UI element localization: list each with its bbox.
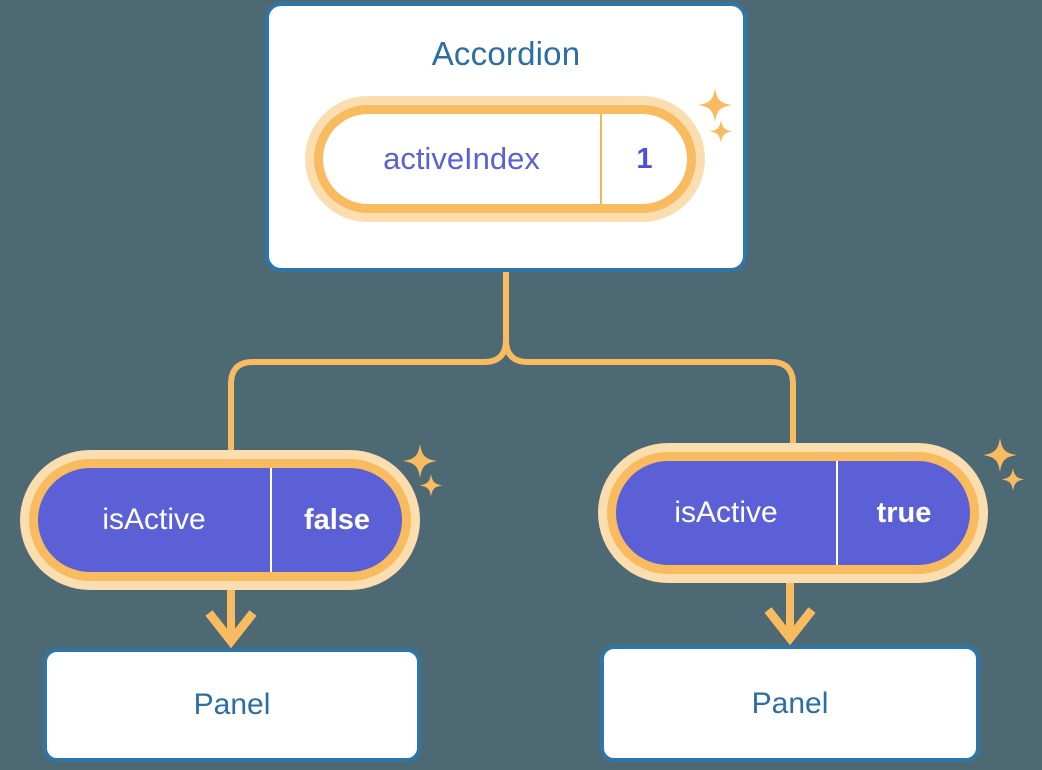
arrowhead-right-icon: [764, 607, 816, 646]
pill-body: activeIndex 1: [323, 114, 687, 204]
state-pill-active-index[interactable]: activeIndex 1: [305, 96, 705, 222]
state-key-label: isActive: [674, 496, 778, 529]
connector-trunk: [228, 269, 509, 455]
state-value-label: true: [836, 461, 970, 565]
state-key-label: isActive: [102, 503, 206, 536]
panel-card-right[interactable]: Panel: [600, 645, 980, 762]
sparkle-small-icon: [1001, 468, 1025, 491]
state-key-label: activeIndex: [383, 141, 540, 176]
panel-card-left[interactable]: Panel: [43, 648, 421, 762]
state-pill-left-is-active[interactable]: isActive false: [20, 450, 420, 590]
connector-branch-right: [503, 337, 796, 451]
arrowhead-left-icon: [205, 610, 257, 649]
pill-body: isActive false: [38, 468, 402, 572]
state-value-label: 1: [600, 114, 687, 204]
accordion-title: Accordion: [431, 35, 581, 72]
sparkle-large-icon: [983, 438, 1017, 472]
pill-body: isActive true: [616, 461, 970, 565]
panel-title: Panel: [193, 688, 271, 721]
panel-title: Panel: [751, 686, 829, 720]
state-pill-right-is-active[interactable]: isActive true: [598, 443, 988, 583]
state-value-label: false: [270, 468, 402, 572]
